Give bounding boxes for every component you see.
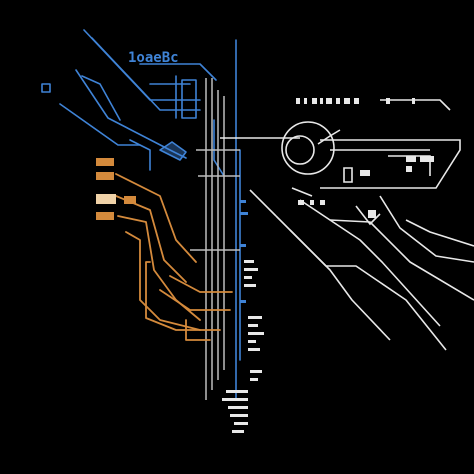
- machine-fill-details: [296, 98, 434, 218]
- machine-detail: [281, 99, 461, 226]
- vertical-bus: [190, 78, 240, 400]
- gauge-circle: [281, 121, 335, 175]
- blue-circuit-lines: [41, 29, 241, 401]
- gauge-inner: [285, 135, 315, 165]
- orange-blocks: [96, 158, 136, 220]
- orange-block: [96, 212, 114, 220]
- blue-dash-columns: [240, 200, 248, 303]
- top-left-title: 1oaeBc: [128, 50, 179, 66]
- white-diagonal-lines: [220, 137, 474, 351]
- orange-block: [96, 194, 116, 204]
- text-dash-columns: [222, 260, 264, 433]
- orange-block: [124, 196, 136, 204]
- orange-block: [96, 158, 114, 166]
- orange-block: [96, 172, 114, 180]
